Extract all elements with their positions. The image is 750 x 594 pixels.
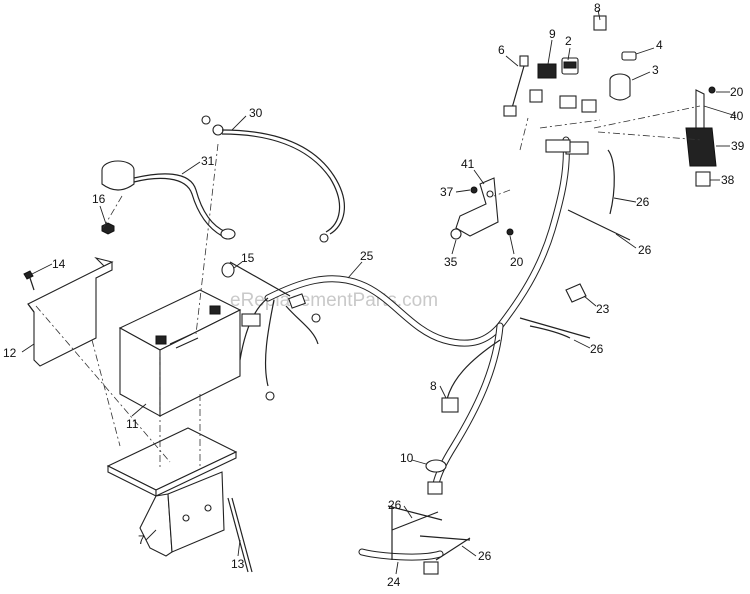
callout-26-a: 26 (636, 195, 650, 209)
callout-40: 40 (730, 109, 744, 123)
callout-11: 11 (126, 417, 139, 431)
battery-tray (106, 427, 238, 557)
callout-26-d: 26 (388, 498, 402, 512)
callout-8-lower: 8 (430, 379, 437, 393)
relay-part-38 (695, 171, 711, 187)
callout-31: 31 (201, 154, 215, 168)
callout-10: 10 (400, 451, 414, 465)
battery-cable-31 (101, 160, 236, 240)
wire-harness-part-24 (358, 505, 471, 575)
connector-part-8-lower (441, 397, 459, 413)
battery-shield-panel (27, 256, 114, 367)
callout-13: 13 (231, 557, 245, 571)
callout-35: 35 (444, 255, 458, 269)
screw-part-14 (23, 270, 35, 291)
callout-8-top: 8 (594, 1, 601, 15)
battery-cable-30 (201, 115, 345, 243)
cable-tie-part-26-a (607, 149, 615, 215)
callout-6: 6 (498, 43, 505, 57)
bolt-part-37 (470, 186, 478, 194)
callout-37: 37 (440, 185, 454, 199)
callout-12: 12 (3, 346, 17, 360)
watermark: eReplacementParts.com (230, 290, 438, 311)
callout-3: 3 (652, 63, 659, 77)
connector-part-23 (565, 283, 587, 303)
callout-26-c: 26 (590, 342, 604, 356)
switch-part-9 (529, 63, 557, 103)
callout-23: 23 (596, 302, 610, 316)
cable-tie-part-26-d (391, 511, 439, 531)
main-wire-harness-25 (239, 136, 589, 488)
relay-part-39 (685, 127, 717, 167)
callout-30: 30 (249, 106, 263, 120)
callout-26-e: 26 (478, 549, 492, 563)
hold-down-rod-13 (227, 497, 253, 573)
leader-lines (21, 9, 737, 575)
nut-part-20-top (708, 86, 716, 94)
nut-part-16 (101, 222, 115, 235)
cable-tie-part-26-e (435, 537, 471, 561)
callout-20-lower: 20 (510, 255, 524, 269)
callout-labels: 8 9 2 6 4 3 20 40 39 38 30 31 16 41 37 2… (3, 1, 745, 589)
callout-15: 15 (241, 251, 255, 265)
callout-26-b: 26 (638, 243, 652, 257)
alignment-lines (35, 105, 703, 470)
callout-39: 39 (731, 139, 745, 153)
switch-part-2 (559, 57, 597, 113)
plug-part-6 (503, 55, 529, 117)
mounting-bracket-41 (455, 177, 499, 237)
cable-tie-part-26-b (567, 209, 631, 241)
callout-24: 24 (387, 575, 401, 589)
callout-16: 16 (92, 192, 106, 206)
cable-tie-part-26-c (519, 317, 591, 339)
key-part-4 (621, 51, 637, 61)
callout-7: 7 (138, 533, 145, 547)
callout-41: 41 (461, 157, 475, 171)
callout-4: 4 (656, 38, 663, 52)
relay-bracket-40 (695, 89, 705, 133)
callout-9: 9 (549, 27, 556, 41)
callout-38: 38 (721, 173, 735, 187)
nut-part-35 (450, 228, 462, 240)
connector-part-8-top (593, 15, 607, 31)
callout-25: 25 (360, 249, 374, 263)
callout-2: 2 (565, 34, 572, 48)
ignition-switch-part-3 (609, 73, 631, 101)
battery (118, 289, 242, 417)
ignition-switch-part-15 (221, 261, 291, 297)
nut-part-20-lower (506, 228, 514, 236)
callout-20-top: 20 (730, 85, 744, 99)
callout-14: 14 (52, 257, 66, 271)
grommet-part-10 (425, 459, 447, 495)
